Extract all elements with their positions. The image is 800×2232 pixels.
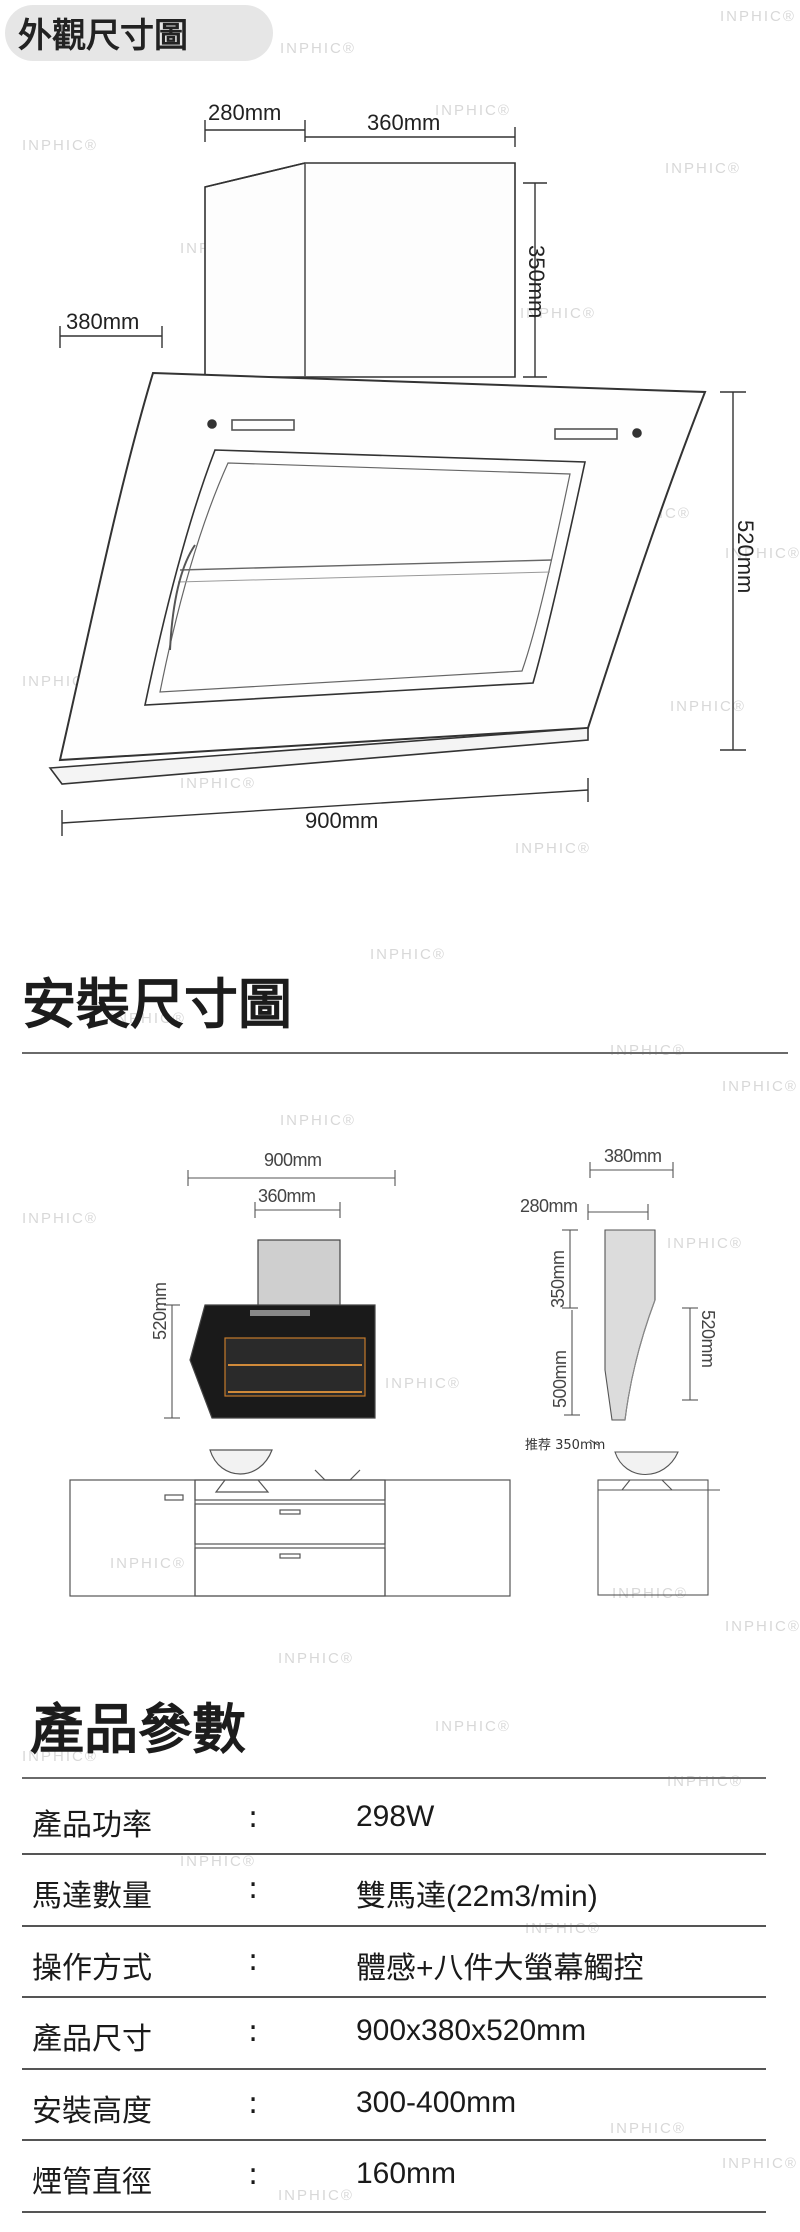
row-divider xyxy=(22,1996,766,1998)
watermark-text: INPHIC® xyxy=(670,698,746,715)
spec-value: 300-400mm xyxy=(356,2086,517,2119)
watermark-text: INPHIC® xyxy=(725,1618,800,1635)
row-divider xyxy=(22,2211,766,2213)
dim-panel-height: 520mm xyxy=(733,520,758,594)
watermark-text: INPHIC® xyxy=(435,102,511,119)
specs-title-rule xyxy=(22,1777,766,1779)
spec-label: 產品尺寸 xyxy=(32,2022,152,2057)
watermark-text: INPHIC® xyxy=(520,305,596,322)
watermark-text: INPHIC® xyxy=(722,1078,798,1095)
install-front-height: 520mm xyxy=(150,1282,170,1340)
dim-chimney-height: 350mm xyxy=(524,245,549,319)
watermark-text: INPHIC® xyxy=(280,40,356,57)
dim-chimney-width: 360mm xyxy=(367,110,441,135)
spec-label: 煙管直徑 xyxy=(32,2165,152,2200)
watermark-text: INPHIC® xyxy=(612,1585,688,1602)
exterior-title: 外觀尺寸圖 xyxy=(18,16,188,56)
spec-colon: : xyxy=(248,2157,259,2192)
watermark-text: INPHIC® xyxy=(385,1375,461,1392)
watermark-text: INPHIC® xyxy=(278,2187,354,2204)
spec-colon: : xyxy=(248,2086,259,2121)
install-diagram xyxy=(69,1162,720,1597)
watermark-text: INPHIC® xyxy=(22,137,98,154)
spec-label: 馬達數量 xyxy=(32,1879,152,1914)
spec-value: 160mm xyxy=(356,2157,457,2190)
watermark-text: INPHIC® xyxy=(667,1773,743,1790)
watermark-text: INPHIC® xyxy=(180,775,256,792)
spec-label: 產品功率 xyxy=(32,1808,152,1843)
watermark-text: INPHIC® xyxy=(725,545,800,562)
row-divider xyxy=(22,1853,766,1855)
install-side-chimney-height: 350mm xyxy=(548,1250,568,1308)
install-front-chimney: 360mm xyxy=(258,1186,316,1206)
watermark-text: INPHIC® xyxy=(525,1920,601,1937)
watermark-text: INPHIC® xyxy=(22,1210,98,1227)
watermark-text: INPHIC® xyxy=(515,840,591,857)
watermark-text: INPHIC® xyxy=(280,1112,356,1129)
watermark-text: INPHIC® xyxy=(180,1853,256,1870)
spec-colon: : xyxy=(248,1871,259,1906)
dim-panel-depth: 380mm xyxy=(66,309,140,334)
spec-label: 操作方式 xyxy=(32,1951,152,1986)
install-side-span: 500mm xyxy=(550,1350,570,1408)
install-recommend: 推荐 350mm xyxy=(525,1438,606,1453)
watermark-text: INPHIC® xyxy=(278,1650,354,1667)
install-side-height: 520mm xyxy=(698,1310,718,1368)
specs-title: 產品參數 xyxy=(30,1698,246,1761)
spec-value: 900x380x520mm xyxy=(356,2014,587,2047)
install-title-rule xyxy=(22,1052,788,1054)
spec-colon: : xyxy=(248,1943,259,1978)
row-divider xyxy=(22,2068,766,2070)
watermark-text: INPHIC® xyxy=(722,2155,798,2172)
install-title: 安裝尺寸圖 xyxy=(22,973,292,1036)
watermark-text: INPHIC® xyxy=(435,1718,511,1735)
watermark-text: INPHIC® xyxy=(22,1748,98,1765)
spec-value: 雙馬達(22m3/min) xyxy=(356,1880,598,1913)
watermark-text: INPHIC® xyxy=(610,1042,686,1059)
watermark-text: INPHIC® xyxy=(110,1555,186,1572)
watermark-text: INPHIC® xyxy=(610,2120,686,2137)
spec-colon: : xyxy=(248,2014,259,2049)
row-divider xyxy=(22,2139,766,2141)
install-front-width: 900mm xyxy=(264,1150,322,1170)
install-side-top-depth: 280mm xyxy=(520,1196,578,1216)
watermark-text: INPHIC® xyxy=(720,8,796,25)
dim-total-width: 900mm xyxy=(305,808,379,833)
watermark-text: INPHIC® xyxy=(370,946,446,963)
spec-value: 體感+八件大螢幕觸控 xyxy=(356,1952,644,1985)
watermark-text: INPHIC® xyxy=(667,1235,743,1252)
section-title-pill xyxy=(5,5,273,61)
watermark-text: INPHIC® xyxy=(110,1010,186,1027)
spec-label: 安裝高度 xyxy=(32,2094,152,2129)
spec-value: 298W xyxy=(356,1800,435,1833)
spec-colon: : xyxy=(248,1800,259,1835)
watermark-text: INPHIC® xyxy=(665,160,741,177)
row-divider xyxy=(22,1925,766,1927)
dim-top-depth: 280mm xyxy=(208,100,282,125)
install-side-depth: 380mm xyxy=(604,1146,662,1166)
exterior-diagram xyxy=(48,120,746,836)
